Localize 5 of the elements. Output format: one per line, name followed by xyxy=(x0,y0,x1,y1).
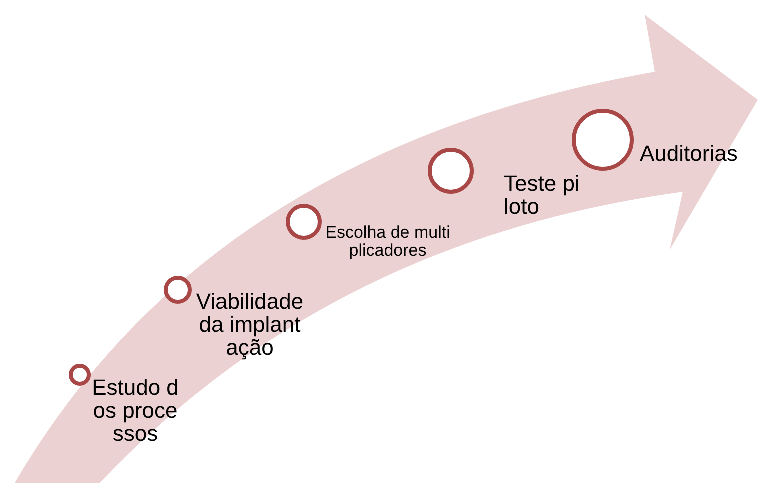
step-label: Auditorias xyxy=(640,142,739,166)
step-label: Estudo dos processos xyxy=(91,376,180,446)
step-label: Escolha de multiplicadores xyxy=(324,224,452,260)
step-label: Viabilidade da implantação xyxy=(195,290,305,360)
step-label: Teste piloto xyxy=(504,172,581,218)
